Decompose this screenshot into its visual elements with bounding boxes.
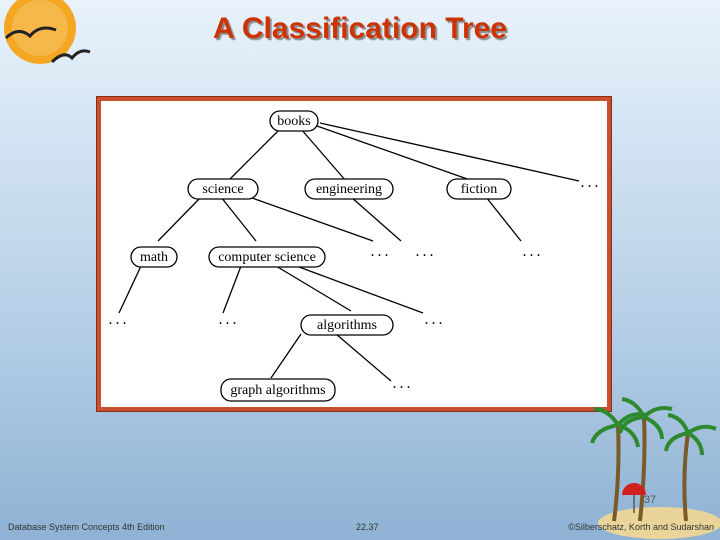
diagram-frame: books science engineering fiction math c… [97,97,611,411]
ellipsis-math: ... [109,311,130,328]
node-science-box [187,178,259,200]
footer-slide-number: 22.37 [356,522,379,532]
ellipsis-computer-science: ... [219,311,240,328]
slide-title: A Classification Tree [213,12,507,45]
node-fiction: fiction [461,182,498,197]
edge-books-more [319,122,580,182]
tree-edges [118,122,580,382]
footer-book-title: Database System Concepts 4th Edition [8,522,165,532]
page-number-badge: 37 [643,494,657,506]
edge-cs-algorithms [275,265,352,312]
node-algorithms: algorithms [317,318,377,333]
tree-node-shapes [130,110,512,402]
edge-cs-more-2 [290,263,424,314]
footer-copyright: ©Silberschatz, Korth and Sudarshan [568,522,714,532]
edge-fiction-more [485,196,522,242]
node-computer-science-box [208,246,326,268]
node-graph-algorithms: graph algorithms [230,383,325,398]
edge-engineering-more [350,196,402,242]
ellipsis-engineering: ... [416,243,437,260]
palm-island-icon [590,397,720,539]
sun-gull-logo-icon [4,0,91,64]
ellipsis-algorithms: ... [393,375,414,392]
edge-science-cs [220,196,257,242]
edge-science-math [157,196,202,242]
node-computer-science: computer science [218,250,316,265]
edge-math-more [118,265,142,314]
node-books-box [269,110,319,132]
edge-algorithms-graph [270,333,302,379]
ellipsis-books: ... [581,174,602,191]
edge-algorithms-more [335,333,392,382]
node-math: math [140,250,168,265]
node-graph-algorithms-box [220,378,336,402]
node-algorithms-box [300,314,394,336]
node-fiction-box [446,178,512,200]
edge-books-fiction [316,125,474,182]
edge-books-science [227,127,282,182]
classification-tree-diagram: books science engineering fiction math c… [109,110,602,402]
node-math-box [130,246,178,268]
node-books: books [277,114,310,129]
edge-books-engineering [300,128,347,182]
edge-science-more [240,193,374,242]
node-engineering: engineering [316,182,382,197]
node-engineering-box [304,178,394,200]
ellipsis-science: ... [371,243,392,260]
ellipsis-fiction: ... [523,243,544,260]
ellipsis-computer-science-2: ... [425,311,446,328]
node-science: science [202,182,243,197]
edge-cs-more [222,265,242,314]
